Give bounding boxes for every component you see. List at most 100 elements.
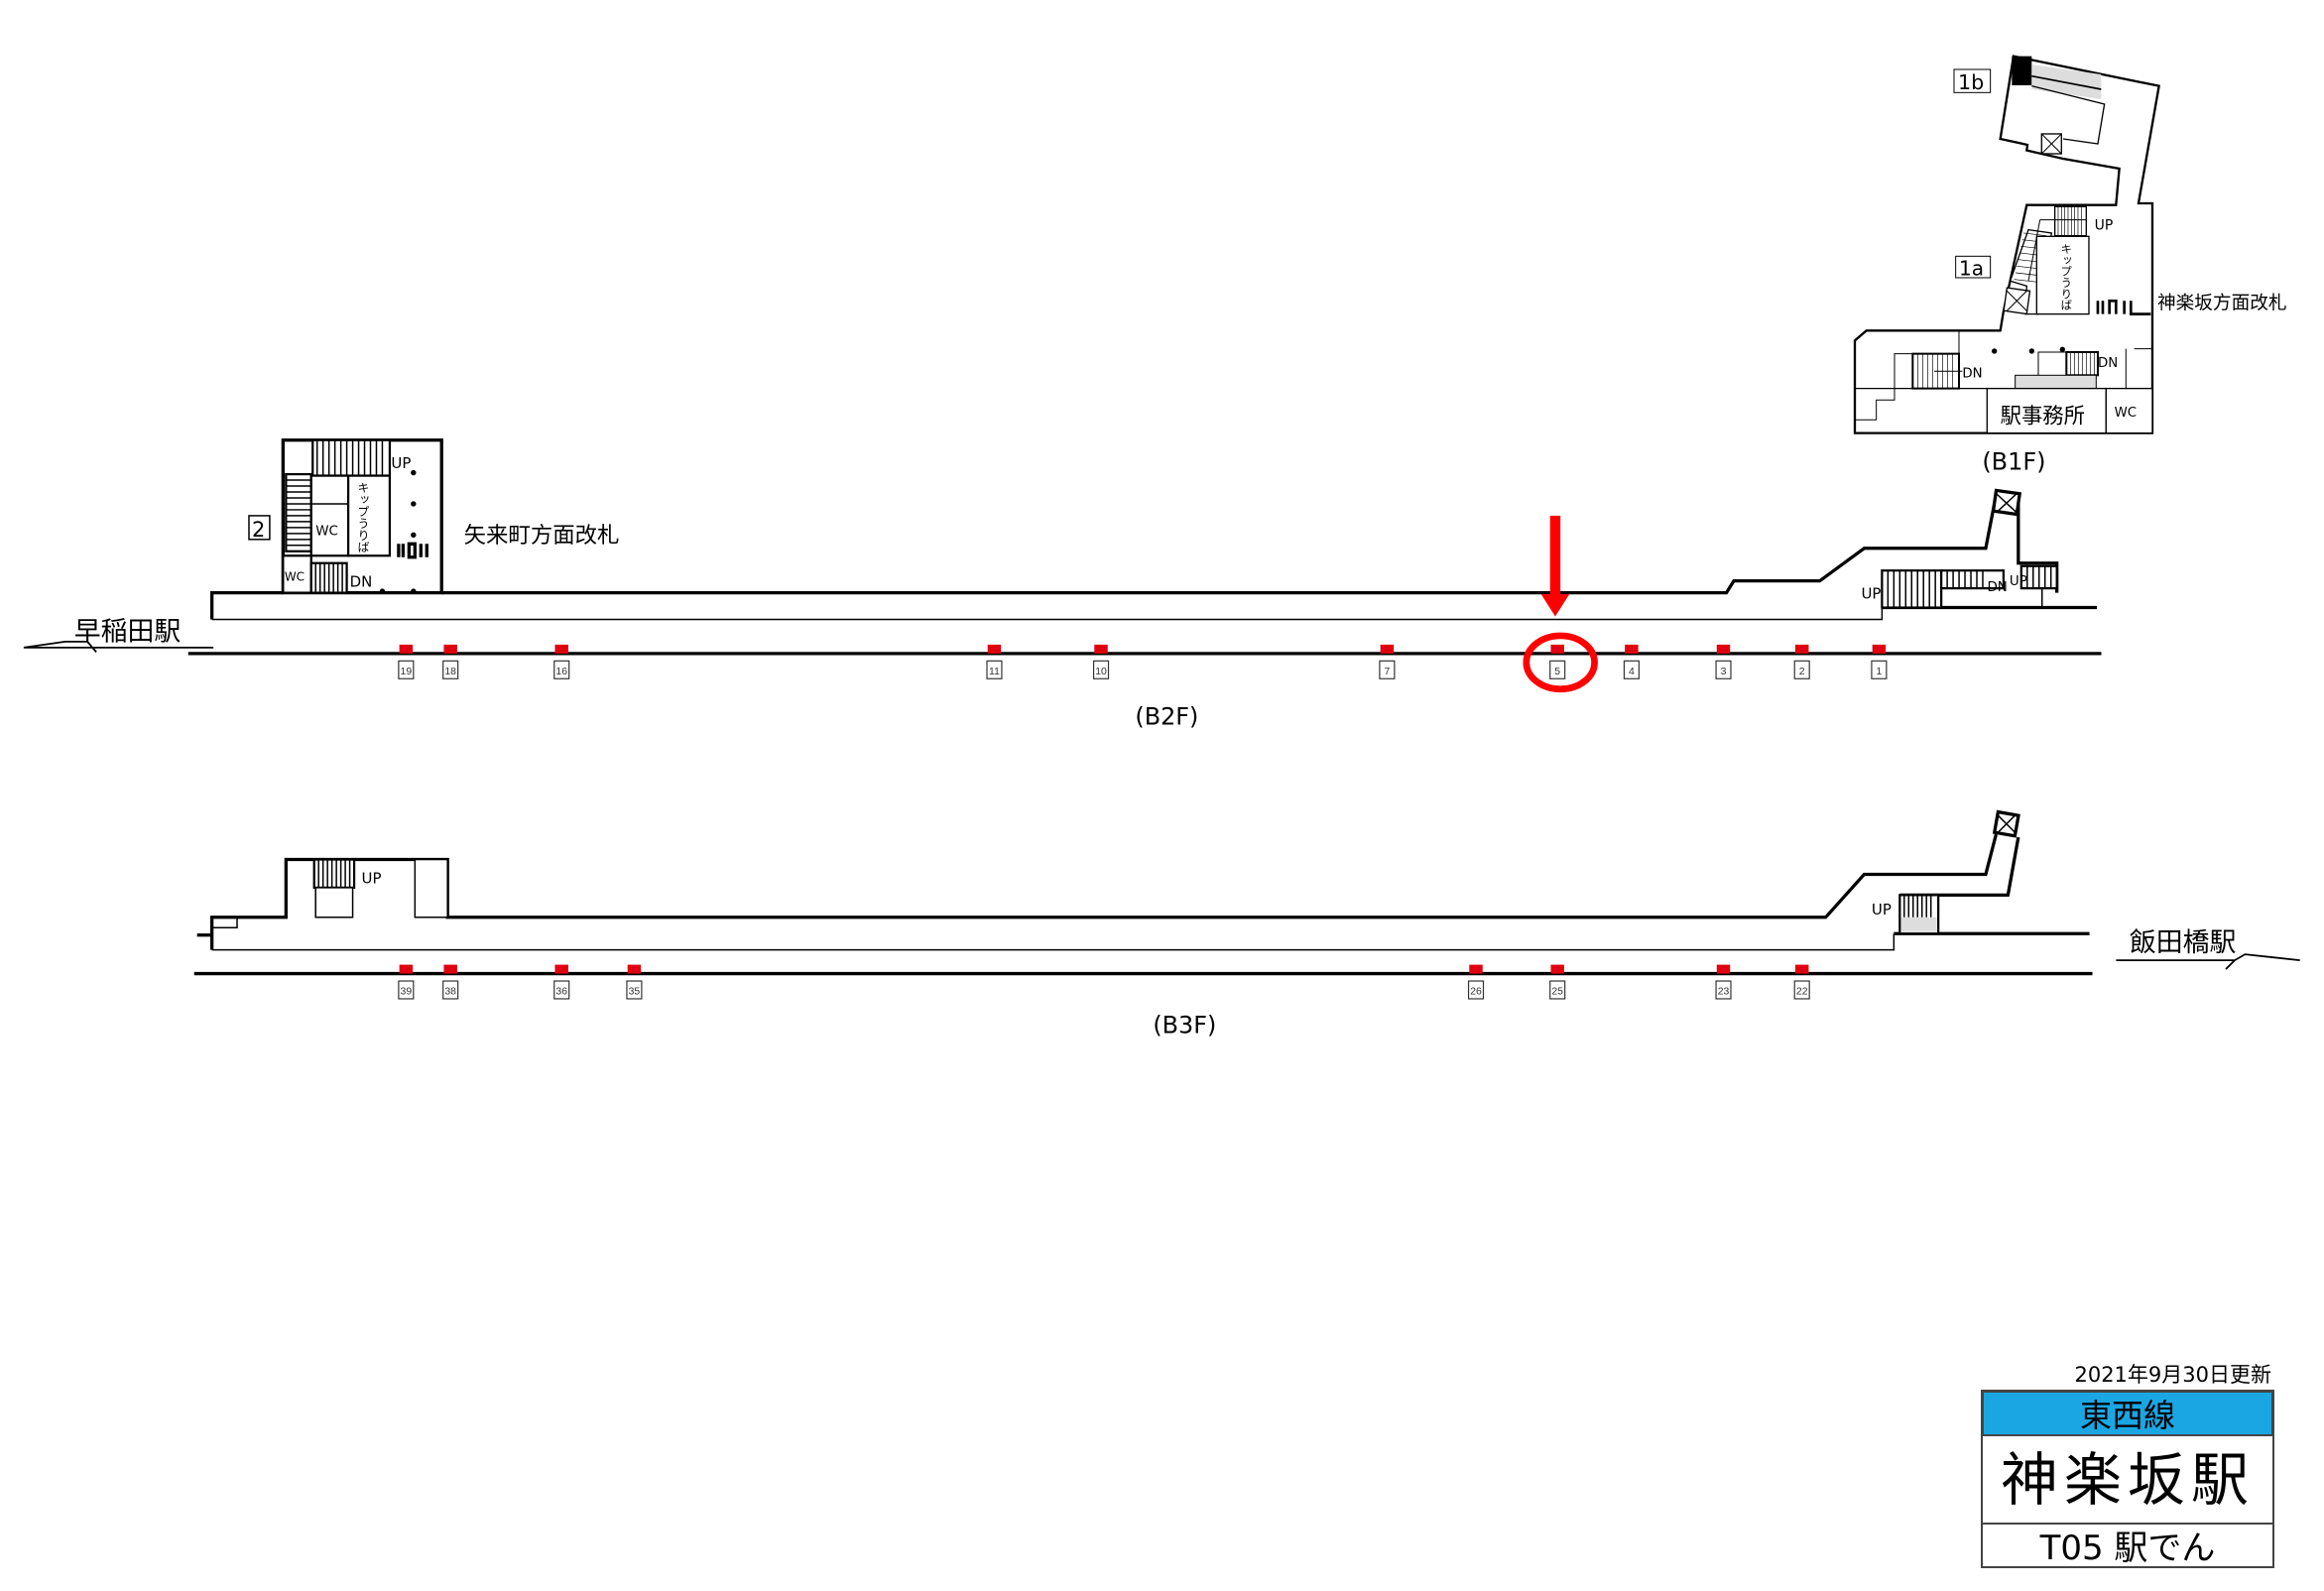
b2f-up-left: UP [391, 454, 411, 472]
direction-iidabashi: 飯田橋駅 [2130, 927, 2237, 958]
car-number: 22 [1796, 986, 1808, 997]
car-number-box [986, 660, 1003, 679]
car-stop-marker [627, 964, 642, 974]
car-number-box [1793, 660, 1810, 679]
car-stop-marker [1794, 644, 1809, 654]
car-marker: 26 [1467, 964, 1485, 1000]
b1f-ticket-area [2035, 235, 2090, 315]
station-name: 神楽坂駅 [2001, 1446, 2255, 1514]
car-number: 39 [401, 986, 413, 997]
car-stop-marker [1716, 644, 1731, 654]
station-code-caption: T05 駅でん [2039, 1529, 2216, 1568]
b1f-wc [2105, 387, 2153, 434]
b2f-floor-label: (B2F) [1135, 703, 1198, 731]
car-number: 36 [555, 986, 567, 997]
car-marker: 18 [442, 644, 459, 679]
b3f-up-right: UP [1872, 901, 1892, 918]
b1f-up-label: UP [2095, 218, 2114, 234]
car-number: 1 [1876, 667, 1882, 677]
b1f-black-block [2012, 56, 2032, 85]
car-stop-marker [443, 964, 457, 974]
elevator-icon [2040, 133, 2062, 155]
car-stop-marker [1094, 644, 1108, 654]
direction-waseda: 早稲田駅 [74, 616, 182, 647]
station-office [1986, 387, 2107, 434]
car-number-box [1871, 660, 1888, 679]
car-number: 26 [1470, 986, 1482, 997]
b2f-dn-right: DN [1987, 580, 2007, 595]
b1f-dn-right: DN [2098, 356, 2118, 371]
car-marker: 2 [1793, 644, 1810, 679]
b1f-wc-label: WC [2115, 406, 2138, 421]
b3f-floor-label: (B3F) [1153, 1011, 1216, 1039]
elevator-icon [1992, 809, 2020, 838]
exit-1b-label: 1b [1958, 70, 1984, 94]
car-number-box [398, 980, 415, 1000]
car-number-box [1549, 980, 1566, 1000]
car-marker: 1 [1871, 644, 1888, 679]
car-number: 4 [1629, 667, 1635, 677]
car-marker: 4 [1623, 644, 1640, 679]
car-stop-marker [1625, 644, 1639, 654]
car-number-box [1549, 660, 1566, 679]
car-stop-marker [443, 644, 457, 654]
car-number-box [1467, 980, 1485, 1000]
car-marker: 23 [1715, 964, 1732, 1000]
car-stop-marker [1380, 644, 1395, 654]
car-stop-marker [1550, 964, 1564, 974]
station-info-box: 2021年9月30日更新 東西線 神楽坂駅 T05 駅でん [1981, 1363, 2274, 1568]
updated-date: 2021年9月30日更新 [2074, 1363, 2271, 1387]
car-stop-marker [1469, 964, 1483, 974]
car-marker: 22 [1793, 964, 1810, 1000]
b2f-wc-upper: WC [315, 524, 338, 539]
line-name: 東西線 [2080, 1397, 2175, 1434]
car-number: 5 [1554, 667, 1560, 677]
car-number-box [553, 980, 570, 1000]
car-number-box [398, 660, 415, 679]
b1f-outline [1853, 55, 2160, 434]
highlight-arrow-icon [1540, 515, 1570, 617]
car-marker: 25 [1549, 964, 1566, 1000]
b2f-wc-lower: WC [285, 570, 305, 584]
car-marker: 35 [626, 964, 643, 1000]
ticket-gate-icon [2096, 299, 2151, 315]
b1f-ticket-label: キップうりば [2059, 243, 2073, 310]
car-marker: 5 [1549, 644, 1566, 679]
car-number-box [1623, 660, 1640, 679]
car-number-box [1379, 660, 1396, 679]
car-number: 16 [555, 667, 567, 677]
car-number: 23 [1718, 986, 1730, 997]
car-stop-marker [1794, 964, 1809, 974]
car-marker: 11 [986, 644, 1003, 679]
car-marker: 3 [1715, 644, 1732, 679]
car-number: 10 [1095, 667, 1107, 677]
b1f-gate-label: 神楽坂方面改札 [2157, 294, 2287, 314]
car-number: 25 [1551, 986, 1563, 997]
car-marker: 10 [1092, 644, 1110, 679]
car-number-box [1715, 980, 1732, 1000]
highlight-circle [1523, 632, 1598, 693]
b2f-car-markers: 19 18 16 11 10 7 5 4 3 2 1 [398, 644, 1888, 679]
car-marker: 36 [553, 964, 570, 1000]
car-number-box [442, 660, 459, 679]
b2f-up-right: UP [1861, 585, 1881, 603]
car-number-box [1793, 980, 1810, 1000]
car-stop-marker [1550, 644, 1564, 654]
car-marker: 16 [553, 644, 570, 679]
car-number: 35 [629, 986, 641, 997]
car-number: 7 [1384, 667, 1390, 677]
exit-2-label: 2 [252, 518, 265, 542]
car-stop-marker [554, 964, 568, 974]
car-number: 19 [401, 667, 413, 677]
b2f-floor: UP DN UP UP WC キップうりば WC DN 2 矢来町方面改札 [23, 438, 2102, 731]
car-stop-marker [399, 644, 414, 654]
car-number: 11 [989, 667, 1000, 677]
car-number: 2 [1799, 667, 1805, 677]
b1f-floor: UP キップうりば 神楽坂方面改札 1b 1a DN DN 駅事務所 WC (B… [1853, 55, 2287, 475]
car-stop-marker [987, 644, 1002, 654]
car-marker: 19 [398, 644, 415, 679]
elevator-icon [1991, 488, 2022, 517]
